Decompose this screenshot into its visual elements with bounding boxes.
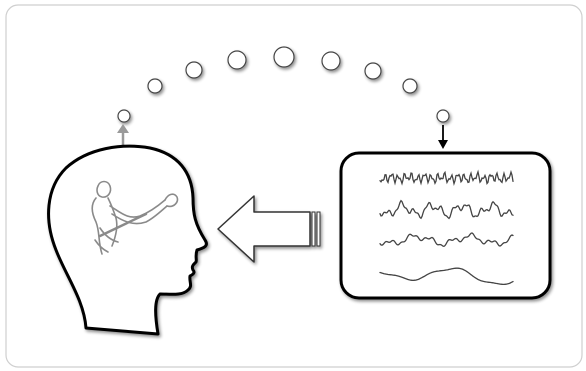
circle-arc	[117, 46, 450, 123]
arc-circle	[185, 61, 203, 79]
down-arrow	[438, 125, 448, 149]
arc-circle	[227, 50, 247, 70]
head-outline	[47, 144, 208, 336]
arc-circle	[402, 78, 418, 94]
eeg-trace-low-frequency	[379, 232, 514, 247]
imagined-movement-figure	[91, 180, 179, 255]
arc-circle	[364, 62, 382, 80]
signal-arrow	[217, 195, 321, 263]
arc-circle	[321, 51, 341, 71]
eeg-trace-slow-wave	[379, 267, 514, 286]
eeg-traces	[379, 169, 514, 286]
arc-circle	[273, 46, 295, 68]
arc-circle	[147, 78, 163, 94]
arc-circle	[117, 109, 131, 123]
arc-circle	[436, 109, 450, 123]
eeg-trace-high-frequency	[379, 169, 514, 187]
eeg-trace-mid-frequency	[379, 199, 514, 220]
eeg-signal-panel	[339, 151, 552, 300]
